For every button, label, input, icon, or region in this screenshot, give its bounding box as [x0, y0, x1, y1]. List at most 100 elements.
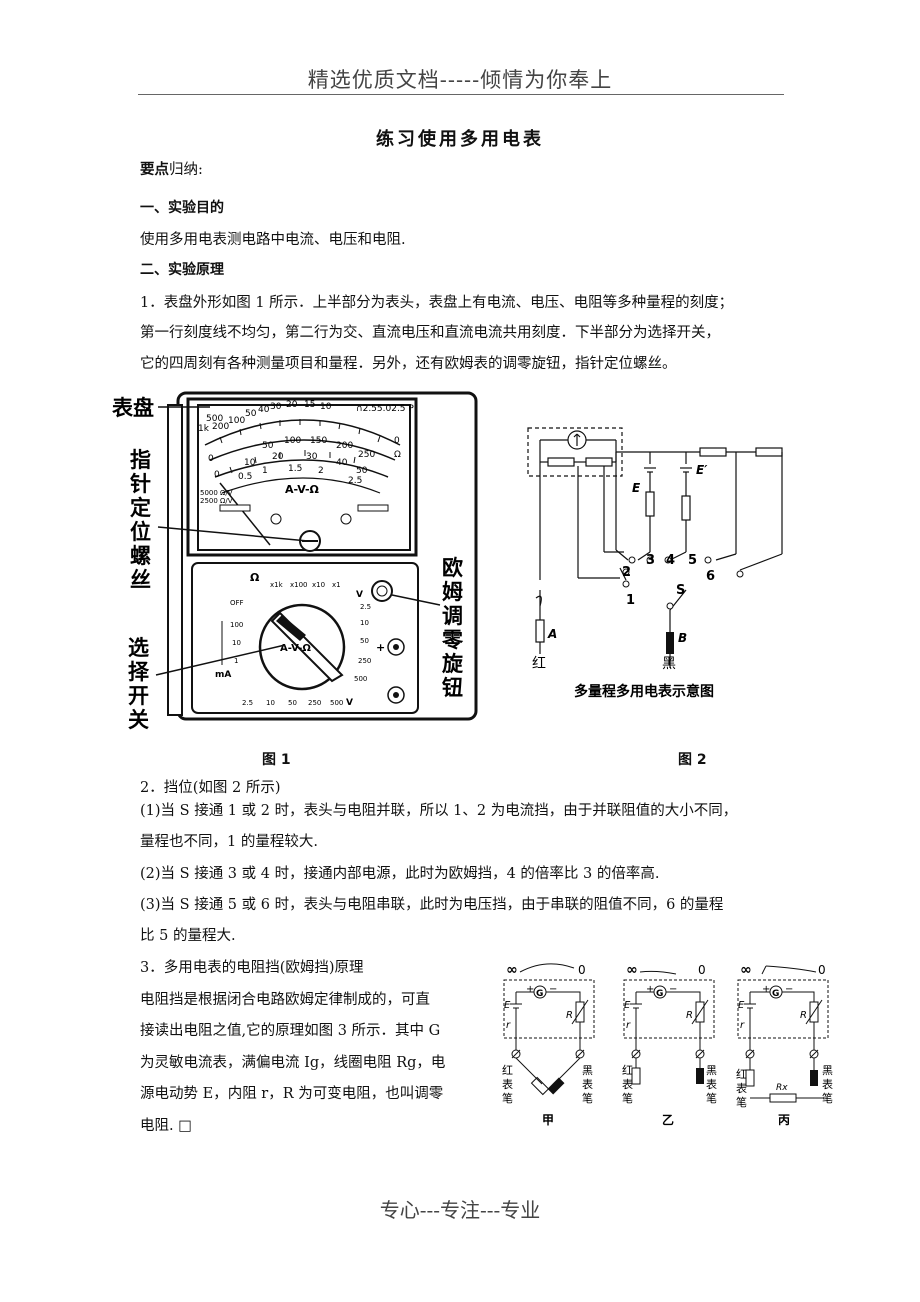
- plus-sign: +: [762, 984, 770, 995]
- contact-label: 6: [706, 569, 715, 584]
- gear-line-4: (3)当 S 接通 5 或 6 时，表头与电阻串联，此时为电压挡，由于串联的阻值…: [140, 897, 724, 913]
- scale-label: 30: [306, 452, 318, 462]
- zero-knob-label: 姆: [442, 580, 463, 604]
- meter-needle: [219, 482, 271, 546]
- off-label: OFF: [230, 599, 244, 607]
- switch-label: 开: [128, 684, 149, 708]
- circuit-label: 乙: [662, 1113, 674, 1127]
- ma-label: mA: [215, 670, 231, 680]
- scale-label: 200: [212, 422, 229, 432]
- black-pen-label: 黑: [706, 1064, 717, 1077]
- zero-label: 0: [818, 963, 826, 977]
- summary-label-bold: 要点: [140, 162, 169, 178]
- black-pen-label: 表: [582, 1077, 593, 1091]
- scale-label: 10: [244, 458, 256, 468]
- switch-label: 关: [128, 708, 149, 730]
- scale-label: 100: [228, 416, 245, 426]
- galvanometer-G: G: [536, 989, 543, 999]
- scale-label: 2: [318, 466, 324, 476]
- section-1-heading: 一、实验目的: [140, 200, 224, 216]
- scale-label: 30: [270, 402, 282, 412]
- principle-line-3: 它的四周刻有各种测量项目和量程．另外，还有欧姆表的调零旋钮，指针定位螺丝。: [140, 356, 677, 372]
- figure-1-caption: 图 1: [262, 752, 291, 768]
- black-pen-label: 表: [706, 1077, 717, 1091]
- zero-knob-label: 旋: [441, 652, 464, 676]
- scale-label: 500: [206, 414, 223, 424]
- v-dc-label: V: [346, 698, 353, 708]
- red-pen-label: 笔: [502, 1091, 513, 1105]
- scale-label: 50: [262, 441, 274, 451]
- circuit-label: 丙: [778, 1113, 790, 1127]
- black-pen-label: 表: [822, 1077, 833, 1091]
- battery-E-label: E: [632, 481, 641, 495]
- figure-2-title: 多量程多用电表示意图: [574, 683, 714, 700]
- red-pen-label: 表: [736, 1081, 747, 1095]
- omega-range: x10: [312, 581, 325, 589]
- variable-R: R: [686, 1010, 693, 1021]
- scale-label: 200: [336, 441, 353, 451]
- ohm-text-line: 电阻挡是根据闭合电路欧姆定律制成的，可直: [140, 992, 430, 1008]
- principle-line-2: 第一行刻度线不均匀，第二行为交、直流电压和直流电流共用刻度．下半部分为选择开关，: [140, 325, 720, 341]
- scale-label: 50: [245, 409, 257, 419]
- plus-sign: +: [526, 984, 534, 995]
- scale-zero: 0: [394, 436, 400, 446]
- resistance-r: r: [506, 1020, 511, 1031]
- v-range-bottom: 250: [308, 699, 321, 707]
- emf-E: E: [624, 1000, 631, 1011]
- infinity-label: ∞: [626, 962, 638, 978]
- sensitivity-label: 5000 Ω/V: [200, 489, 233, 497]
- scale-label: 50: [356, 466, 368, 476]
- red-probe-label: 红: [532, 656, 546, 672]
- minus-sign: −: [549, 984, 557, 995]
- figure-2-schematic: E E′ 1 2 3 4 5 6 S A B 红 黑 多量程多用电表示意图: [527, 427, 783, 700]
- ohm-text-line: 源电动势 E，内阻 r，R 为可变电阻，也叫调零: [140, 1086, 444, 1102]
- zero-label: 0: [698, 963, 706, 977]
- scale-label: 0.5: [238, 472, 252, 482]
- v-range-bottom: 10: [266, 699, 275, 707]
- summary-label: 要点归纳:: [140, 160, 203, 180]
- galvanometer-G: G: [656, 989, 663, 999]
- screw-label: 针: [130, 472, 151, 496]
- meter-name-lower: A-V-Ω: [280, 643, 311, 654]
- page-footer: 专心---专注---专业: [379, 1198, 541, 1222]
- screw-label: 定: [130, 496, 151, 520]
- zero-knob-label: 零: [441, 628, 464, 652]
- v-ac-label: V: [356, 590, 363, 600]
- screw-label: 指: [130, 448, 151, 472]
- red-pen-label: 红: [622, 1064, 633, 1077]
- v-range-bottom: 50: [288, 699, 297, 707]
- resistance-r: r: [740, 1020, 745, 1031]
- meter-head-box: [527, 427, 623, 477]
- plus-label: +: [376, 641, 385, 654]
- scale-label: 40: [258, 405, 270, 415]
- gear-line-1: (1)当 S 接通 1 或 2 时，表头与电阻并联，所以 1、2 为电流挡，由于…: [140, 803, 738, 819]
- v-range: 2.5: [360, 603, 371, 611]
- zero-knob-label: 调: [442, 604, 463, 628]
- gear-heading: 2．挡位(如图 2 所示): [140, 780, 281, 796]
- black-pen-label: 黑: [822, 1064, 833, 1077]
- minus-sign: −: [669, 984, 677, 995]
- contact-label: 2: [622, 565, 631, 580]
- ohm-principle-heading: 3．多用电表的电阻挡(欧姆挡)原理: [140, 960, 364, 976]
- ohm-text-line: 为灵敏电流表，满偏电流 Ig，线圈电阻 Rg，电: [140, 1055, 446, 1071]
- contact-label: 4: [666, 553, 675, 568]
- black-pen-label: 笔: [706, 1091, 717, 1105]
- black-pen-label: 笔: [582, 1091, 593, 1105]
- zero-label: 0: [578, 963, 586, 977]
- scale-label: 1: [262, 466, 268, 476]
- dial-label: 表盘: [112, 396, 154, 420]
- omega-label: Ω: [394, 450, 401, 460]
- probe-B-label: B: [678, 631, 687, 645]
- v-range-bottom: 500: [330, 699, 343, 707]
- zero-knob-label: 欧: [442, 556, 463, 580]
- scale-zero: 0: [208, 454, 214, 464]
- page-header: 精选优质文档-----倾情为你奉上: [307, 68, 613, 92]
- red-pen-label: 红: [736, 1068, 747, 1081]
- variable-R: R: [800, 1010, 807, 1021]
- emf-E: E: [504, 1000, 511, 1011]
- scale-label: 20: [272, 452, 284, 462]
- omega-range: x1: [332, 581, 341, 589]
- red-pen-label: 表: [622, 1077, 633, 1091]
- scale-zero: 0: [214, 470, 220, 480]
- sensitivity-label: 2500 Ω/V: [200, 497, 233, 505]
